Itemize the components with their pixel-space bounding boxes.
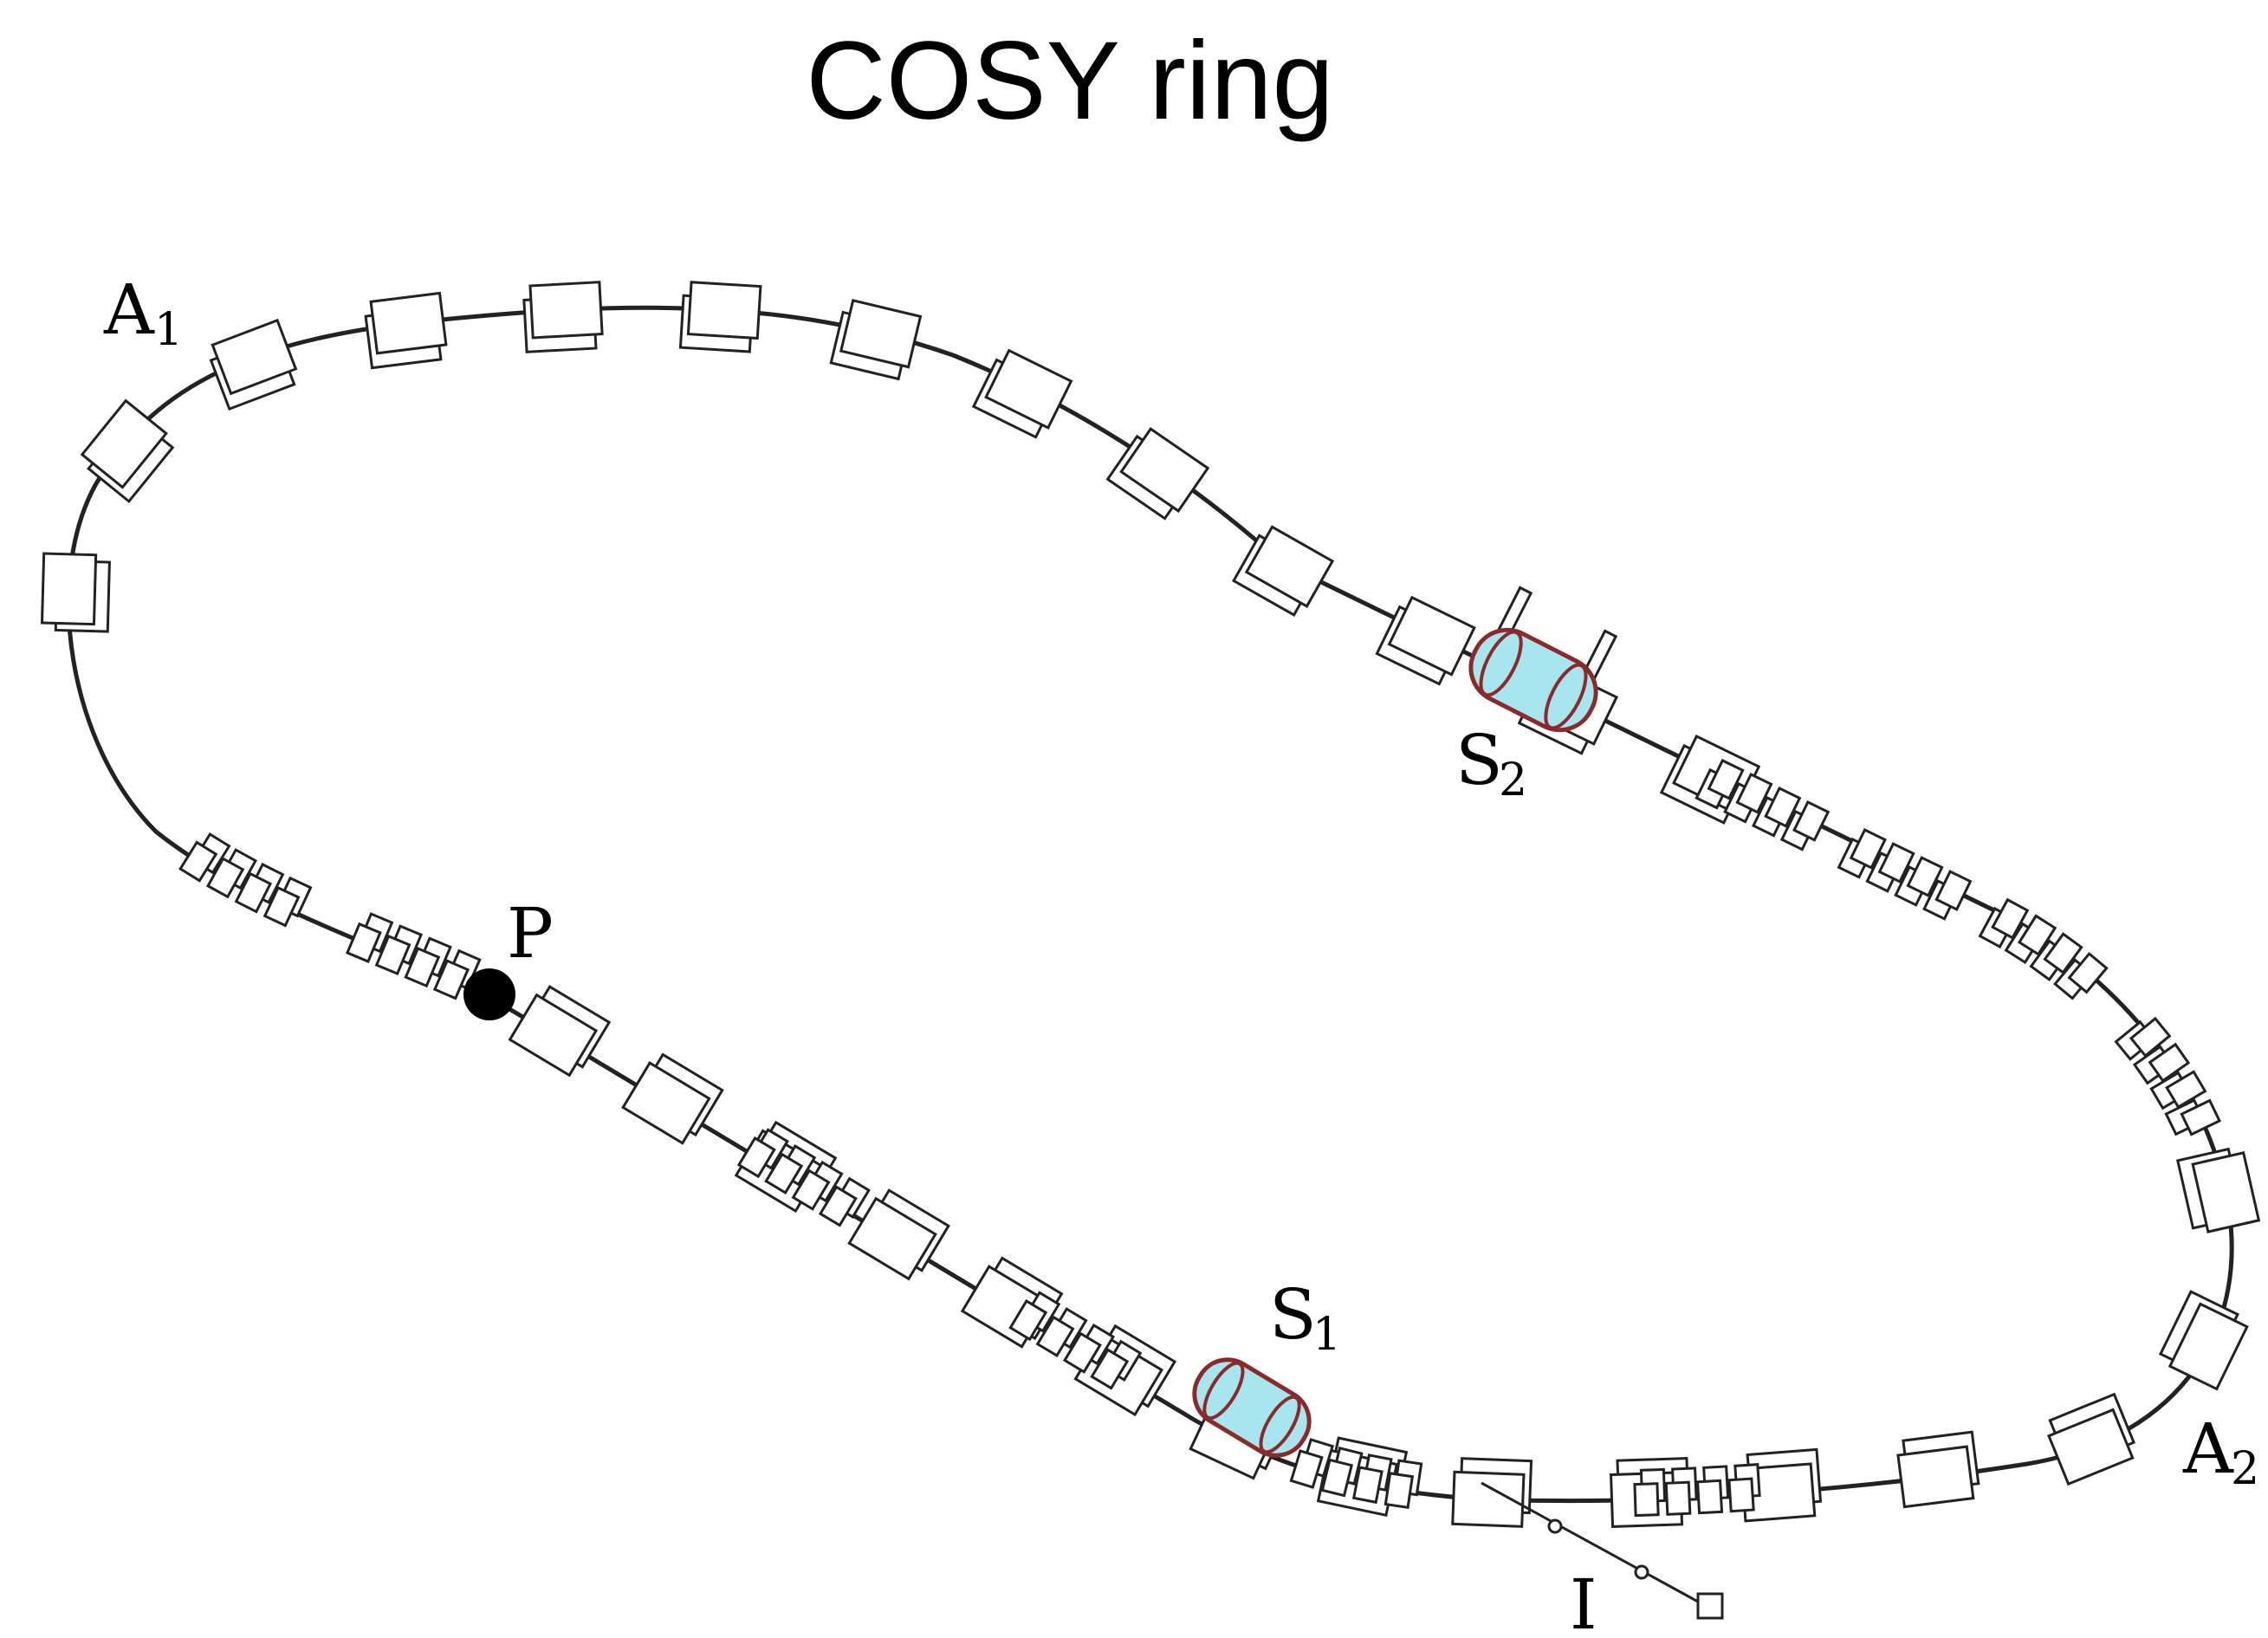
quadrupole-magnet (345, 912, 394, 963)
magnet-elements (40, 281, 2261, 1529)
quadrupole-magnet (1865, 842, 1915, 893)
quadrupole-magnet (1978, 897, 2030, 949)
dipole-magnet (2158, 1290, 2249, 1391)
quadrupole-magnet (1779, 800, 1831, 851)
quadrupole-magnet (2114, 1016, 2172, 1061)
quadrupole-magnet (1090, 1339, 1143, 1390)
quadrupole-magnet (1894, 856, 1944, 907)
dipole-magnet (1231, 525, 1335, 617)
dipole-magnet (1451, 1457, 1533, 1528)
quadrupole-magnet (2164, 1098, 2222, 1136)
solenoid-s2 (1468, 586, 1618, 733)
quadrupole-magnet (1633, 1467, 1667, 1518)
dipole-magnet (522, 281, 604, 353)
quadrupole-magnet (205, 848, 258, 899)
label-a1: A (103, 269, 155, 350)
page-title: COSY ring (806, 19, 1334, 143)
quadrupole-magnet (2149, 1070, 2207, 1110)
quadrupole-magnet (432, 948, 482, 1000)
label-a2: A (2182, 1408, 2234, 1489)
quadrupole-magnet (2029, 932, 2083, 981)
quadrupole-magnet (1351, 1453, 1393, 1505)
label-s2: S (1455, 720, 1503, 800)
label-p: P (507, 893, 554, 974)
label-s2-subscript: 2 (1499, 754, 1527, 806)
dipole-magnet (1740, 1447, 1823, 1523)
dipole-magnet (1375, 595, 1476, 686)
dipole-magnet (40, 552, 111, 633)
quadrupole-magnet (2004, 914, 2057, 965)
quadrupole-magnet (1320, 1447, 1364, 1498)
quadrupole-magnet (1664, 1466, 1698, 1516)
label-i: I (1570, 1564, 1597, 1638)
quadrupole-magnet (1695, 758, 1745, 810)
quadrupole-magnet (764, 1144, 817, 1195)
dipole-magnet (1105, 427, 1210, 521)
quadrupole-magnet (736, 1128, 789, 1179)
quadrupole-magnet (1837, 828, 1887, 879)
quadrupole-magnet (1922, 870, 1973, 921)
quadrupole-magnet (1696, 1465, 1730, 1515)
quadrupole-magnet (818, 1176, 871, 1227)
dipole-magnet (2047, 1392, 2136, 1486)
quadrupole-magnet (374, 924, 424, 976)
quadrupole-magnet (1289, 1438, 1335, 1489)
dipole-magnet (829, 298, 923, 381)
quadrupole-magnet (1035, 1307, 1088, 1358)
dipole-magnet (209, 318, 298, 411)
dipole-magnet (847, 1188, 950, 1281)
quadrupole-magnet (404, 936, 452, 988)
label-s1-subscript: 1 (1312, 1309, 1341, 1361)
label-s1: S (1269, 1274, 1317, 1355)
quadrupole-magnet (178, 832, 231, 883)
quadrupole-magnet (1062, 1323, 1115, 1374)
dipole-magnet (508, 985, 612, 1078)
quadrupole-magnet (791, 1160, 844, 1211)
dipole-magnet (80, 398, 175, 503)
quadrupole-magnet (1723, 772, 1773, 824)
dipole-magnet (364, 291, 448, 370)
dipole-magnet (678, 281, 762, 353)
dipole-magnet (2175, 1147, 2261, 1233)
quadrupole-magnet (262, 876, 313, 928)
injection-line (1481, 1481, 1724, 1620)
quadrupole-magnet (1752, 786, 1802, 838)
quadrupole-magnet (1383, 1459, 1423, 1509)
solenoid-s1 (1192, 1357, 1312, 1458)
label-a2-subscript: 2 (2231, 1443, 2259, 1495)
dipole-magnet (621, 1052, 724, 1145)
quadrupole-magnet (1727, 1463, 1761, 1513)
quadrupole-magnet (2053, 951, 2109, 1000)
dipole-magnet (971, 348, 1073, 439)
point-p-marker (463, 968, 515, 1020)
quadrupole-magnet (234, 862, 285, 914)
quadrupole-magnet (1008, 1291, 1061, 1342)
label-a1-subscript: 1 (154, 304, 183, 356)
dipole-magnet (1896, 1430, 1980, 1509)
